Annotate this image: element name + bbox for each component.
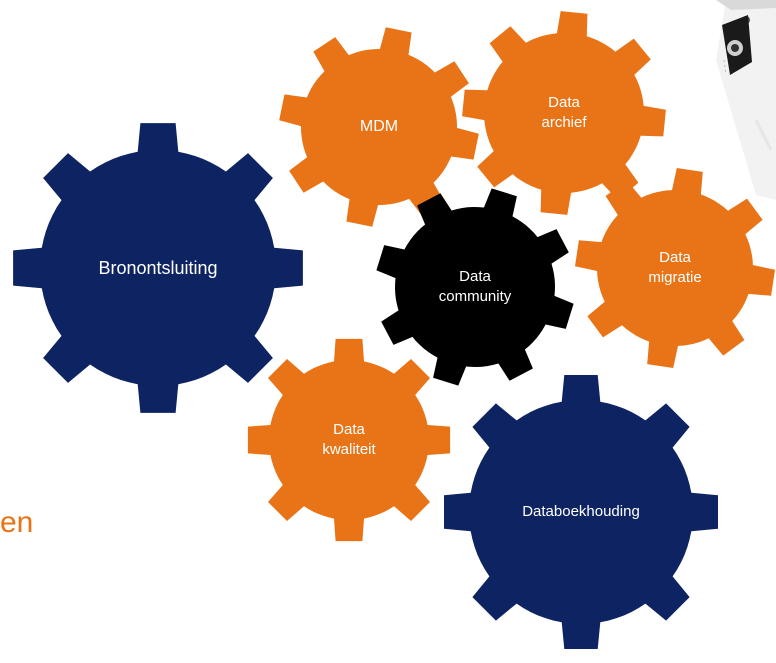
gear-label-bronontsluiting: Bronontsluiting (98, 257, 218, 278)
gear-label-data-community: Data community (438, 267, 512, 305)
gear-data-community (376, 188, 574, 386)
gear-label-data-migratie: Data migratie (648, 248, 702, 286)
gear-bronontsluiting (13, 123, 303, 413)
cut-off-text: en (0, 506, 34, 539)
gear-label-mdm: MDM (359, 118, 399, 136)
gear-data-kwaliteit (247, 338, 451, 542)
gear-label-data-kwaliteit: Data kwaliteit (322, 420, 376, 458)
gear-data-archief (462, 11, 666, 215)
gear-databoekhouding (444, 375, 718, 649)
pen-nib-icon (716, 0, 776, 200)
gear-mdm (279, 27, 479, 227)
gear-label-data-archief: Data archief (541, 93, 587, 131)
gear-label-databoekhouding: Databoekhouding (522, 502, 640, 520)
gear-data-migratie (575, 168, 775, 368)
